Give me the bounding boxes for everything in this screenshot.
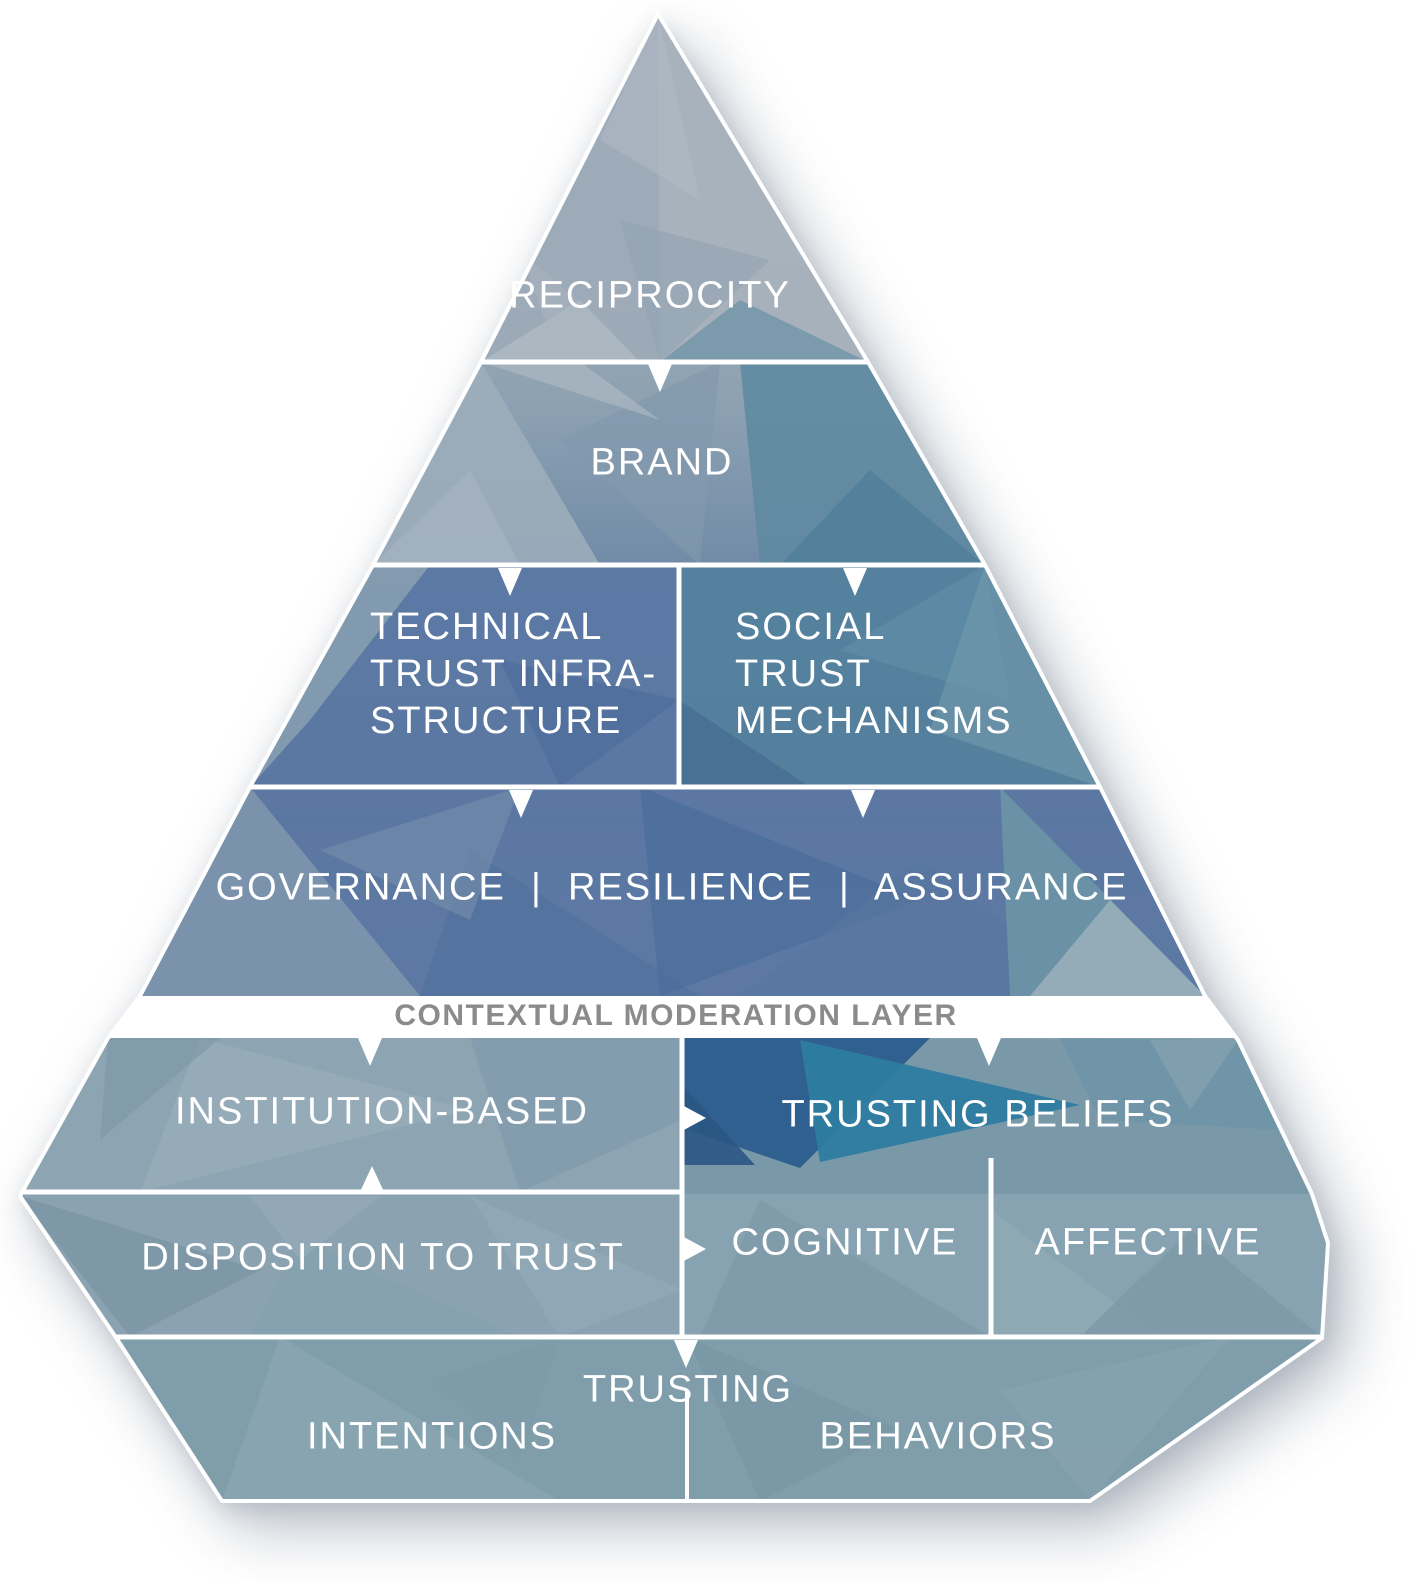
label-governance-resilience-assurance: GOVERNANCE | RESILIENCE | ASSURANCE bbox=[215, 866, 1129, 909]
diamond-outline bbox=[17, 9, 1331, 1503]
label-line: TRUST INFRA- bbox=[370, 653, 658, 695]
label-line: TRUST bbox=[735, 653, 872, 695]
down-arrow-icon bbox=[648, 364, 672, 392]
down-arrow-icon bbox=[498, 568, 522, 596]
label-institution-based: INSTITUTION-BASED bbox=[174, 1090, 590, 1133]
down-arrow-icon bbox=[358, 1038, 382, 1066]
label-cognitive: COGNITIVE bbox=[731, 1221, 959, 1264]
label-intentions: INTENTIONS bbox=[306, 1415, 558, 1458]
label-contextual-moderation-layer: CONTEXTUAL MODERATION LAYER bbox=[394, 999, 958, 1032]
up-arrow-icon bbox=[359, 1166, 385, 1194]
down-arrow-icon bbox=[509, 790, 533, 818]
label-reciprocity: RECIPROCITY bbox=[509, 274, 791, 317]
down-arrow-icon bbox=[843, 568, 867, 596]
down-arrow-icon bbox=[851, 790, 875, 818]
label-trusting-beliefs: TRUSTING BELIEFS bbox=[781, 1093, 1175, 1136]
right-arrow-icon bbox=[682, 1236, 706, 1262]
down-arrow-icon bbox=[674, 1340, 698, 1368]
label-technical-trust-infrastructure: TECHNICAL TRUST INFRA- STRUCTURE bbox=[370, 604, 657, 745]
down-arrow-icon bbox=[977, 1038, 1001, 1066]
label-affective: AFFECTIVE bbox=[1034, 1221, 1262, 1264]
label-behaviors: BEHAVIORS bbox=[819, 1415, 1057, 1458]
label-disposition-to-trust: DISPOSITION TO TRUST bbox=[141, 1236, 625, 1279]
label-line: SOCIAL bbox=[735, 606, 887, 648]
label-trusting: TRUSTING bbox=[582, 1368, 794, 1411]
label-social-trust-mechanisms: SOCIAL TRUST MECHANISMS bbox=[735, 604, 1013, 745]
label-line: MECHANISMS bbox=[735, 700, 1013, 742]
label-line: TECHNICAL bbox=[370, 606, 604, 648]
contextual-moderation-band bbox=[20, 996, 1328, 1038]
flow-arrow-icons bbox=[358, 364, 1001, 1368]
label-brand: BRAND bbox=[590, 441, 734, 484]
right-arrow-icon bbox=[682, 1105, 706, 1131]
label-line: STRUCTURE bbox=[370, 700, 623, 742]
